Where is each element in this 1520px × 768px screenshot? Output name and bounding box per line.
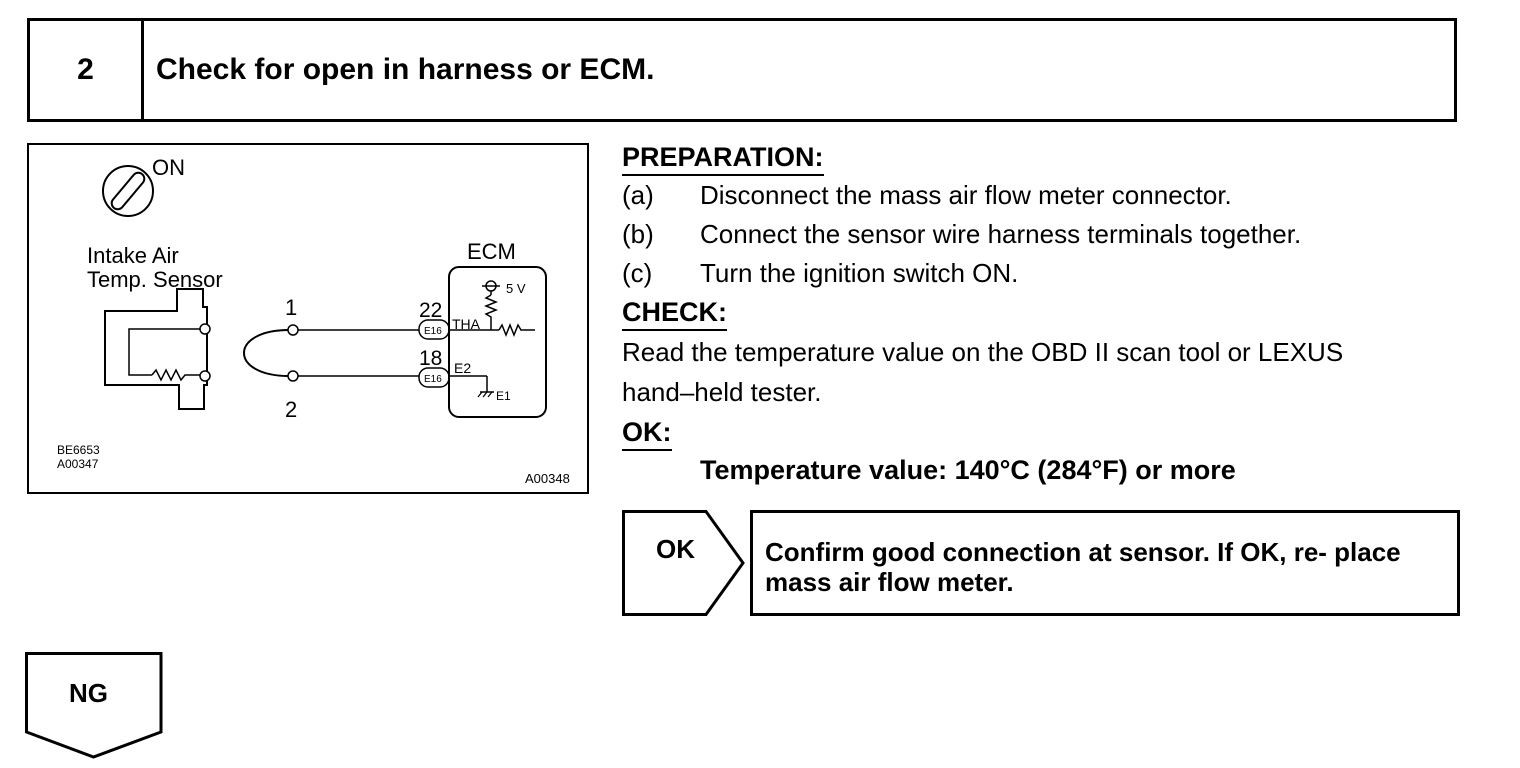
ng-arrow-shape [25,652,163,759]
wiring-diagram: ON Intake Air Temp. Sensor ECM 1 2 E16 E… [27,143,589,494]
figure-code: A00348 [525,471,570,486]
e2-label: E2 [454,360,471,376]
ok-spec: Temperature value: 140°C (284°F) or more [700,455,1236,485]
ng-result-tag: NG [25,652,163,760]
ecm-label: ECM [467,239,516,264]
e1-label: E1 [496,389,511,403]
step-title: Check for open in harness or ECM. [156,53,655,86]
pin2-label: 2 [285,397,297,422]
step-number: 2 [30,21,144,119]
preparation-item-a: (a) Disconnect the mass air flow meter c… [622,180,1232,210]
pin1-label: 1 [285,295,297,320]
ecm-box [448,266,547,418]
connector-e16-top-label: E16 [424,326,442,337]
check-heading: CHECK: [622,297,727,331]
intake-air-temp-sensor-icon [104,288,211,410]
ok-result-text: Confirm good connection at sensor. If OK… [750,510,1460,616]
ignition-switch-icon [102,165,154,217]
check-text-line2: hand–held tester. [622,377,822,407]
pin2-terminal [287,370,299,382]
wiring-diagram-svg: ON Intake Air Temp. Sensor ECM 1 2 E16 E… [57,155,570,486]
pin18-label: 18 [419,347,442,370]
preparation-item-c: (c) Turn the ignition switch ON. [622,258,1019,288]
diagram-code-2: A00347 [57,457,99,471]
ecm-internal-circuit [449,280,535,398]
preparation-heading: PREPARATION: [622,142,824,176]
ok-arrow-shape [622,510,745,616]
ok-heading: OK: [622,417,672,451]
ok-tag-label: OK [656,534,695,564]
step-header: 2 Check for open in harness or ECM. [27,18,1457,122]
voltage-label: 5 V [506,281,526,296]
sensor-label-line2: Temp. Sensor [87,267,223,292]
ignition-on-label: ON [152,155,185,180]
jumper-wire [243,329,290,377]
pin22-label: 22 [419,299,442,322]
check-text-line1: Read the temperature value on the OBD II… [622,337,1344,367]
ng-tag-label: NG [69,678,108,708]
diagram-code-1: BE6653 [57,443,100,457]
pin1-terminal [287,324,299,336]
ok-result-tag: OK [622,510,746,616]
connector-e16-bottom-label: E16 [424,374,442,385]
tha-label: THA [452,316,481,332]
preparation-item-b: (b) Connect the sensor wire harness term… [622,219,1302,249]
sensor-label-line1: Intake Air [87,243,179,268]
